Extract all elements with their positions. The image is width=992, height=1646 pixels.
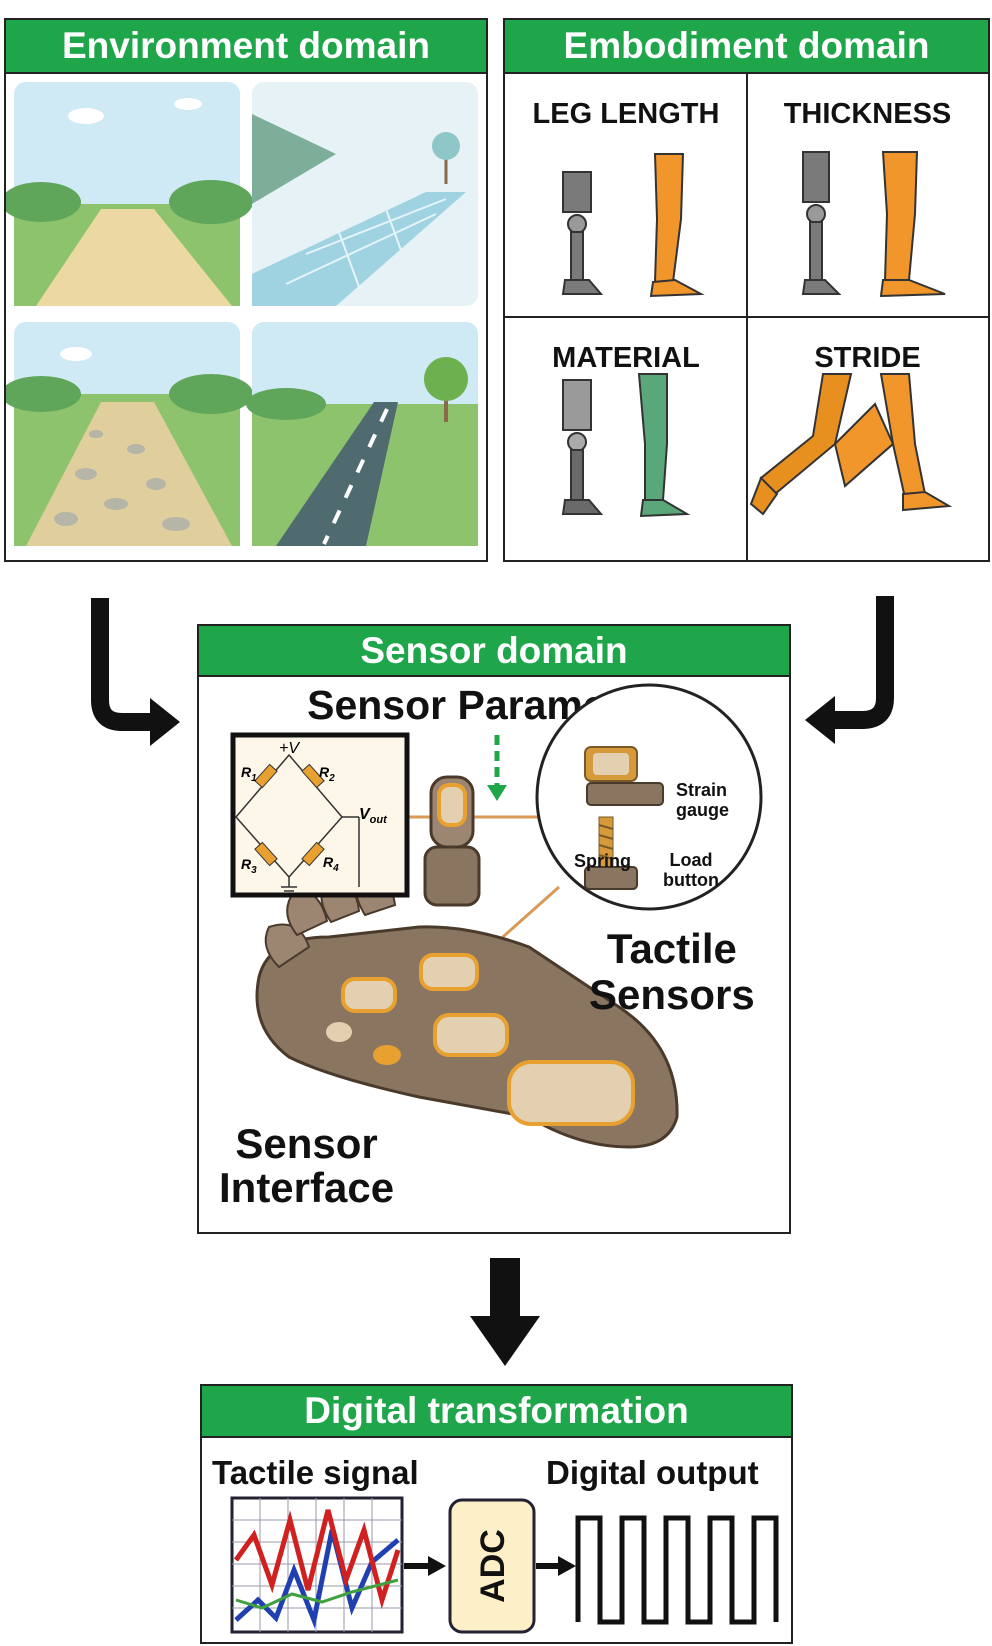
scene-ice-road bbox=[252, 82, 478, 307]
tactile-signal-plot bbox=[230, 1496, 404, 1634]
scene-dirt-path bbox=[6, 82, 253, 306]
arrow-to-adc bbox=[428, 1556, 446, 1576]
scene-rocky-path bbox=[6, 322, 253, 546]
strain-gauge-label: Strain gauge bbox=[676, 780, 730, 820]
stride-legs bbox=[749, 373, 953, 516]
r2-label: R2 bbox=[319, 764, 335, 784]
sensor-pad bbox=[373, 1045, 401, 1065]
digital-panel: Digital transformation Tactile signal Di… bbox=[200, 1384, 793, 1644]
sensor-pad bbox=[419, 953, 479, 991]
leg-length-prosthetic bbox=[561, 171, 604, 295]
environment-arrowhead bbox=[150, 698, 180, 746]
r3-label: R3 bbox=[241, 856, 257, 876]
sensor-pad bbox=[326, 1022, 352, 1042]
parameter-arrowhead bbox=[487, 785, 507, 801]
environment-panel: Environment domain bbox=[4, 18, 488, 562]
material-label: MATERIAL bbox=[552, 342, 700, 374]
embodiment-header: Embodiment domain bbox=[505, 20, 988, 74]
sensor-interface-label: Sensor Interface bbox=[219, 1120, 395, 1211]
environment-scenes bbox=[6, 82, 478, 546]
spring-label: Spring bbox=[574, 851, 631, 871]
r1-label: R1 bbox=[241, 764, 257, 784]
digital-header: Digital transformation bbox=[202, 1386, 791, 1438]
embodiment-title: Embodiment domain bbox=[563, 25, 930, 66]
environment-to-sensor-arrow bbox=[91, 598, 155, 731]
signal-trace-red bbox=[233, 1509, 401, 1610]
thickness-human bbox=[879, 151, 946, 298]
leg-length-human bbox=[649, 153, 705, 298]
digital-title: Digital transformation bbox=[304, 1390, 689, 1431]
vout-label: Vout bbox=[359, 806, 388, 826]
sensor-header: Sensor domain bbox=[199, 626, 789, 677]
sensor-illustration: +V R1 R2 R3 R4 Vout bbox=[230, 683, 763, 1149]
thickness-label: THICKNESS bbox=[783, 98, 952, 130]
embodiment-to-sensor-arrow bbox=[830, 596, 894, 729]
thickness-prosthetic bbox=[801, 151, 842, 295]
digital-square-wave bbox=[575, 1515, 779, 1625]
sensor-to-digital-stem bbox=[490, 1258, 520, 1320]
load-button-label: Load button bbox=[663, 850, 719, 890]
arrow-to-output bbox=[558, 1556, 576, 1576]
tactile-sensors-label: Tactile Sensors bbox=[589, 925, 755, 1018]
material-human bbox=[637, 373, 691, 518]
sensor-pad bbox=[507, 1060, 635, 1126]
sensor-panel: Sensor domain Sensor Parameters bbox=[197, 624, 791, 1234]
r4-label: R4 bbox=[323, 854, 339, 874]
wheatstone-bridge: +V R1 R2 R3 R4 Vout bbox=[230, 732, 410, 898]
signal-trace-green bbox=[235, 1578, 399, 1610]
sensor-title: Sensor domain bbox=[360, 630, 628, 671]
robotic-foot bbox=[255, 775, 679, 1149]
embodiment-arrowhead bbox=[805, 696, 835, 744]
stride-label: STRIDE bbox=[814, 342, 921, 374]
adc-label: ADC bbox=[474, 1529, 512, 1603]
sensor-pad bbox=[341, 977, 397, 1013]
signal-chain: ADC bbox=[230, 1496, 779, 1634]
digital-output-label: Digital output bbox=[546, 1454, 759, 1491]
leg-length-label: LEG LENGTH bbox=[532, 98, 720, 130]
tactile-signal-label: Tactile signal bbox=[212, 1454, 419, 1491]
environment-header: Environment domain bbox=[6, 20, 486, 74]
vplus-label: +V bbox=[279, 740, 300, 757]
scene-asphalt-road bbox=[246, 322, 478, 546]
sensor-pad bbox=[433, 1013, 509, 1057]
load-cell-detail bbox=[535, 683, 763, 911]
material-prosthetic bbox=[561, 379, 604, 515]
environment-title: Environment domain bbox=[62, 25, 430, 66]
adc-box bbox=[448, 1498, 536, 1634]
sensor-to-digital-arrowhead bbox=[470, 1316, 540, 1366]
embodiment-grid bbox=[505, 74, 988, 560]
embodiment-panel: Embodiment domain bbox=[503, 18, 990, 562]
